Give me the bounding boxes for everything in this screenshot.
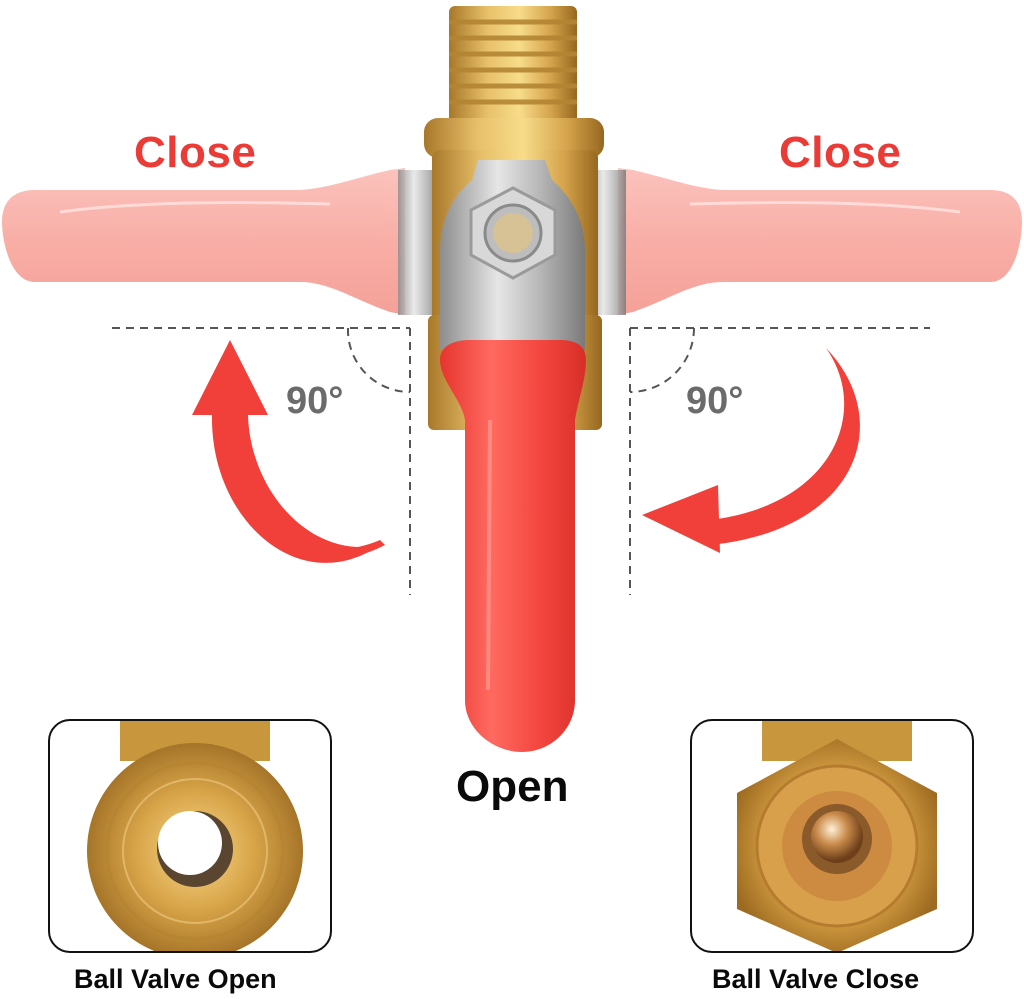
close-label-right: Close: [779, 128, 902, 177]
angle-label-right: 90°: [686, 380, 744, 422]
rotate-right-arrow-icon: [642, 348, 860, 553]
angle-label-left: 90°: [286, 380, 344, 422]
inset-ball-valve-open: [48, 719, 332, 953]
open-handle: [440, 340, 586, 752]
closed-handle-right: [618, 168, 1022, 315]
threaded-inlet: [424, 6, 604, 158]
open-label: Open: [456, 762, 569, 811]
caption-ball-valve-close: Ball Valve Close: [712, 964, 920, 994]
closed-handle-left: [2, 168, 405, 315]
valve-open-photo: [87, 721, 303, 951]
dashed-guides: [112, 327, 930, 595]
caption-ball-valve-open: Ball Valve Open: [74, 964, 277, 994]
close-label-left: Close: [134, 128, 257, 177]
valve-closed-photo: [737, 721, 937, 951]
rotate-left-arrow-icon: [192, 340, 385, 563]
inset-ball-valve-close: [690, 719, 974, 953]
